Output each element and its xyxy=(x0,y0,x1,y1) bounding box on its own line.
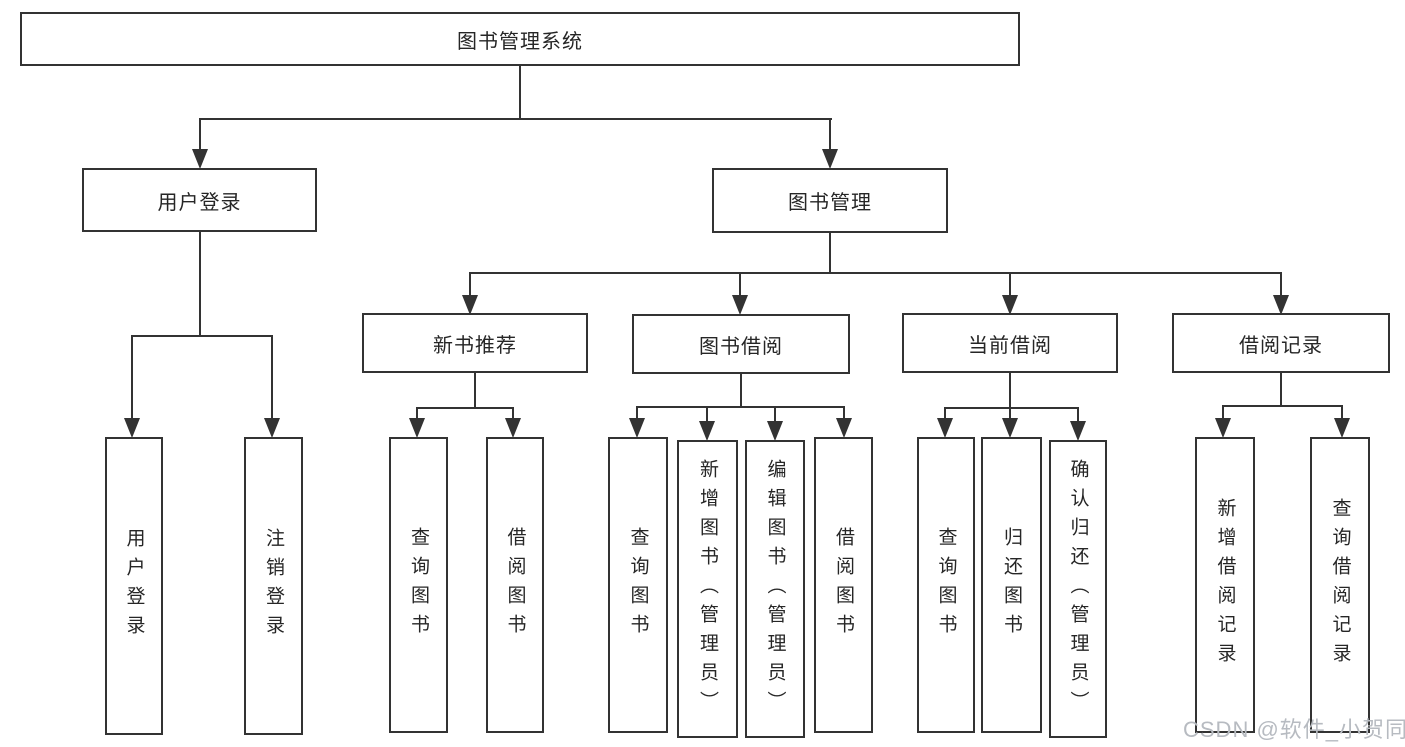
connector-line xyxy=(829,231,831,274)
connector-arrow xyxy=(409,407,425,438)
connector-line xyxy=(1280,372,1282,407)
connector-arrow xyxy=(462,272,478,315)
connector-arrow xyxy=(1334,405,1350,438)
connector-line xyxy=(1222,405,1343,407)
connector-arrow xyxy=(822,118,838,169)
connector-line xyxy=(519,66,521,120)
connector-line xyxy=(199,230,201,337)
connector-arrow xyxy=(264,335,280,438)
connector-arrow xyxy=(1002,407,1018,438)
connector-arrow xyxy=(192,118,208,169)
node-borrow-records: 借阅记录 xyxy=(1172,313,1390,373)
connector-arrow xyxy=(629,406,645,438)
connector-line xyxy=(131,335,273,337)
leaf-edit-books-admin: 编辑图书（管理员） xyxy=(745,440,805,738)
leaf-logout: 注销登录 xyxy=(244,437,303,735)
csdn-watermark: CSDN @软件_小贺同学 xyxy=(1183,717,1405,742)
connector-arrow xyxy=(124,335,140,438)
connector-arrow xyxy=(1002,272,1018,315)
connector-line xyxy=(944,407,1079,409)
leaf-add-books-admin: 新增图书（管理员） xyxy=(677,440,738,738)
leaf-query-books: 查询图书 xyxy=(608,437,668,733)
leaf-query-borrow-record: 查询借阅记录 xyxy=(1310,437,1370,733)
leaf-borrow-books: 借阅图书 xyxy=(814,437,873,733)
connector-line xyxy=(469,272,1282,274)
connector-line xyxy=(416,407,514,409)
node-current-borrowing: 当前借阅 xyxy=(902,313,1118,373)
node-new-book-recommend: 新书推荐 xyxy=(362,313,588,373)
connector-line xyxy=(740,372,742,408)
leaf-add-borrow-record: 新增借阅记录 xyxy=(1195,437,1255,733)
connector-arrow xyxy=(505,407,521,438)
leaf-query-books: 查询图书 xyxy=(917,437,975,733)
connector-line xyxy=(1009,372,1011,409)
node-book-management: 图书管理 xyxy=(712,168,948,233)
connector-line xyxy=(474,372,476,409)
leaf-query-books: 查询图书 xyxy=(389,437,448,733)
connector-arrow xyxy=(767,406,783,441)
connector-arrow xyxy=(1273,272,1289,315)
node-root: 图书管理系统 xyxy=(20,12,1020,66)
connector-arrow xyxy=(699,406,715,441)
leaf-borrow-books: 借阅图书 xyxy=(486,437,544,733)
connector-arrow xyxy=(1215,405,1231,438)
connector-line xyxy=(199,118,832,120)
connector-arrow xyxy=(836,406,852,438)
leaf-confirm-return-admin: 确认归还（管理员） xyxy=(1049,440,1107,738)
leaf-user-login: 用户登录 xyxy=(105,437,163,735)
node-book-borrowing: 图书借阅 xyxy=(632,314,850,374)
connector-line xyxy=(636,406,844,408)
connector-arrow xyxy=(937,407,953,438)
leaf-return-books: 归还图书 xyxy=(981,437,1042,733)
connector-arrow xyxy=(732,272,748,315)
node-user-login: 用户登录 xyxy=(82,168,317,232)
connector-arrow xyxy=(1070,407,1086,441)
